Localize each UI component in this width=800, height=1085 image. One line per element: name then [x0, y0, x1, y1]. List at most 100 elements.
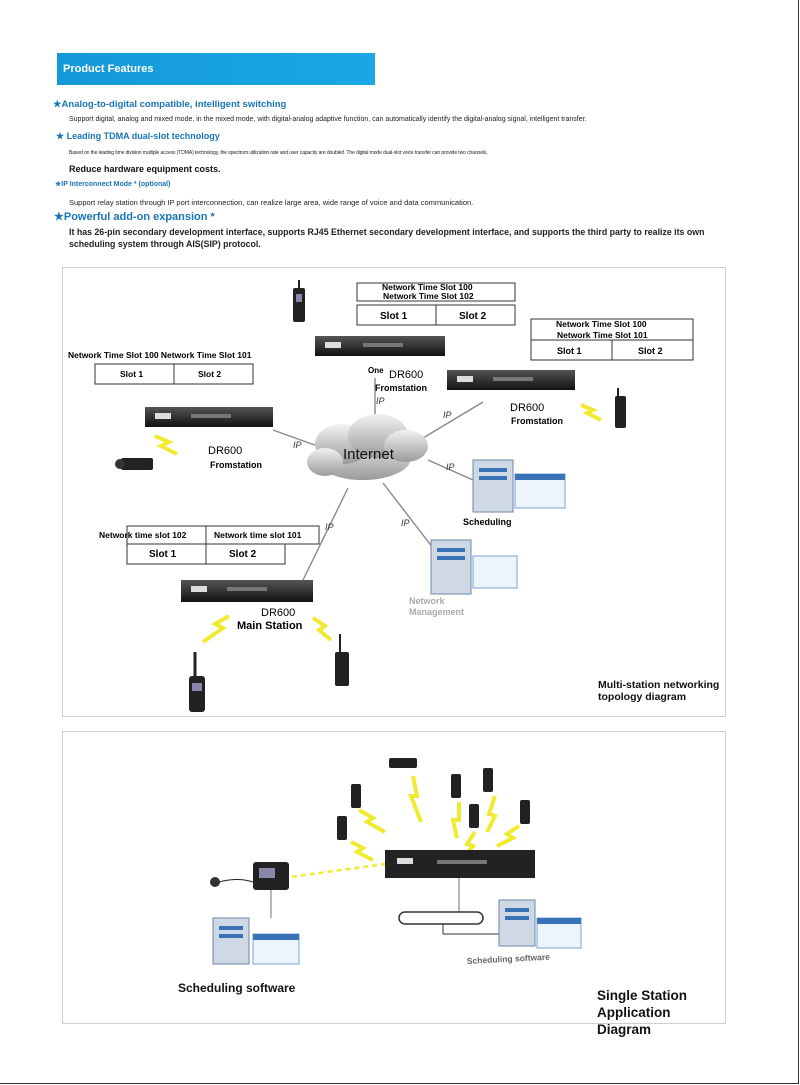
ip-label-management: IP [401, 518, 410, 528]
lightning-icon [580, 403, 602, 422]
slot-title-right-2: Network Time Slot 101 [557, 330, 648, 340]
slot-1-right: Slot 1 [557, 346, 582, 356]
scheduling-label: Scheduling [463, 517, 512, 527]
slot-1-main: Slot 1 [149, 549, 177, 560]
scheduling-node: Scheduling [463, 459, 566, 527]
network-bus-icon [398, 911, 484, 925]
handheld-radio-icon [337, 816, 347, 840]
scheduling-right-label: Scheduling software [467, 952, 551, 966]
topology-diagram: IP IP IP IP IP IP Internet Network Time … [68, 280, 694, 712]
station-left: Network Time Slot 100 Network Time Slot … [68, 350, 273, 470]
topology-panel: IP IP IP IP IP IP Internet Network Time … [62, 267, 726, 717]
ip-link-right [422, 401, 484, 439]
handheld-radio-icon [520, 800, 530, 824]
single-station-panel: Scheduling software Scheduling software … [62, 731, 726, 1037]
ip-label-main: IP [325, 522, 334, 532]
topology-caption: Multi-station networking topology diagra… [598, 679, 719, 703]
station-right: Network Time Slot 100 Network Time Slot … [447, 318, 694, 428]
scheduling-left-label: Scheduling software [178, 981, 296, 995]
slot-title-main-1: Network time slot 102 [99, 530, 187, 540]
star-icon: ★ [55, 181, 62, 188]
model-left: DR600 [208, 445, 242, 457]
slot-2-top: Slot 2 [459, 311, 487, 322]
feature-3-desc: Support relay station through IP port in… [69, 198, 474, 207]
handheld-radio-icon [615, 396, 626, 428]
role-top: Fromstation [375, 383, 427, 393]
handheld-radio-icon [469, 804, 479, 828]
lightning-icon [485, 795, 498, 833]
lightning-icon [496, 824, 521, 848]
handheld-radio-icon [483, 768, 493, 792]
ip-link-main [302, 487, 349, 581]
topology-caption-line-2: topology diagram [598, 691, 687, 703]
slot-1-top: Slot 1 [380, 311, 408, 322]
internet-cloud-icon: Internet [307, 414, 428, 480]
station-top: Network Time Slot 100 Network Time Slot … [293, 280, 516, 393]
server-icon [498, 899, 536, 947]
label-one: One [368, 366, 384, 375]
model-right: DR600 [510, 402, 544, 414]
feature-1-desc: Support digital, analog and mixed mode, … [69, 116, 587, 123]
slot-2-right: Slot 2 [638, 346, 663, 356]
handheld-radios [337, 758, 530, 840]
feature-3-title: ★IP Interconnect Mode * (optional) [55, 181, 171, 188]
mobile-radio-icon [121, 458, 153, 470]
mobile-radio-icon [389, 758, 417, 768]
ip-link-management [382, 482, 434, 549]
feature-4-desc: It has 26-pin secondary development inte… [69, 227, 705, 249]
lightning-icon [154, 434, 178, 456]
lightning-icon [311, 616, 333, 642]
lightning-icon [358, 808, 386, 834]
single-station-diagram: Scheduling software [210, 758, 582, 966]
slot-title-right-1: Network Time Slot 100 [556, 319, 647, 329]
model-top: DR600 [389, 369, 423, 381]
feature-4-title: ★Powerful add-on expansion * [54, 211, 215, 223]
slot-2-main: Slot 2 [229, 549, 257, 560]
ip-label-right: IP [443, 410, 452, 420]
ip-label-left: IP [293, 440, 302, 450]
role-right: Fromstation [511, 416, 563, 426]
slot-header-top [356, 282, 516, 302]
handheld-radio-icon [451, 774, 461, 798]
slot-title-top-1: Network Time Slot 100 [382, 282, 473, 292]
ip-label-scheduling: IP [446, 462, 455, 472]
wireless-link [282, 862, 386, 880]
slot-2-left: Slot 2 [198, 369, 221, 379]
handheld-radio-icon [335, 652, 349, 686]
microphone-icon [210, 877, 220, 887]
internet-label: Internet [343, 446, 395, 463]
feature-2-extra: Reduce hardware equipment costs. [69, 164, 221, 174]
handheld-radio-icon [189, 676, 205, 712]
slot-title-top-2: Network Time Slot 102 [383, 291, 474, 301]
single-station-caption: Single Station Application Diagram [597, 987, 725, 1038]
lightning-icon [450, 802, 461, 839]
ip-links [272, 378, 484, 581]
topology-caption-line-1: Multi-station networking [598, 679, 720, 691]
lightning-icon [201, 614, 230, 644]
lightning-icon [350, 840, 374, 862]
lightning-bolts [350, 775, 521, 862]
feature-2-desc: Based on the leading time division multi… [69, 150, 488, 156]
feature-1-title: ★Analog-to-digital compatible, intellige… [53, 99, 287, 110]
software-window-icon [472, 555, 518, 589]
single-caption-line-1: Single Station [597, 988, 688, 1003]
product-features-banner: Product Features [57, 53, 375, 85]
handheld-radio-icon [293, 288, 305, 322]
model-main: DR600 [261, 607, 295, 619]
network-management-label-1: Network [409, 596, 446, 606]
star-icon: ★ [54, 211, 64, 223]
station-main: Network time slot 102 Network time slot … [99, 525, 349, 712]
slot-title-main-2: Network time slot 101 [214, 530, 302, 540]
ip-link-scheduling [427, 459, 474, 481]
server-icon [212, 917, 250, 965]
lightning-icon [408, 775, 423, 823]
handheld-radio-icon [351, 784, 361, 808]
slot-1-left: Slot 1 [120, 369, 143, 379]
role-main: Main Station [237, 620, 303, 632]
star-icon: ★ [56, 131, 67, 141]
server-icon [472, 459, 514, 513]
feature-2-title: ★ Leading TDMA dual-slot technology [56, 131, 220, 141]
star-icon: ★ [53, 99, 62, 110]
ip-label-top: IP [376, 396, 385, 406]
network-management-node: Network Management [409, 539, 518, 617]
